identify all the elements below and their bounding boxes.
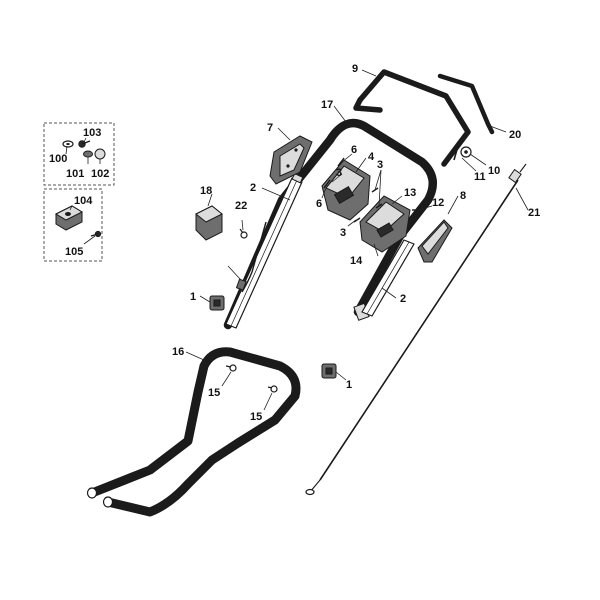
- part-5-cable: [235, 221, 267, 293]
- part-101-washer: [83, 150, 93, 158]
- part-15-screw-b: [267, 385, 278, 393]
- label-100: 100: [49, 153, 67, 165]
- part-6-screw-b: [323, 179, 331, 189]
- label-10: 10: [488, 165, 500, 177]
- label-15a: 15: [208, 387, 220, 399]
- label-1b: 1: [346, 379, 352, 391]
- label-105: 105: [65, 246, 83, 258]
- label-4: 4: [368, 151, 375, 163]
- part-8-grip: [417, 219, 453, 263]
- label-16: 16: [172, 346, 184, 358]
- part-22-screw: [239, 228, 248, 239]
- part-11-clip: [453, 145, 459, 161]
- part-16-lower-handle: [86, 347, 301, 517]
- part-10-washer: [460, 146, 472, 158]
- part-2-cable-guide-right: [361, 239, 415, 317]
- label-7: 7: [267, 122, 273, 134]
- label-18: 18: [200, 185, 212, 197]
- part-3-screw-c: [353, 217, 361, 223]
- label-3a: 3: [336, 167, 342, 179]
- part-14-control-box-rear: [359, 195, 411, 253]
- part-1-clamp-lower: [321, 363, 337, 379]
- part-102-cap: [94, 148, 106, 160]
- part-9-bail-bar: [353, 69, 471, 167]
- label-12: 12: [432, 197, 444, 209]
- part-103-screw: [78, 140, 91, 148]
- tube-end-right: [102, 496, 114, 508]
- label-17: 17: [321, 99, 333, 111]
- tube-end-left: [86, 487, 98, 499]
- part-15-screw-a: [225, 364, 237, 372]
- part-6-screw-a: [337, 157, 345, 167]
- label-15b: 15: [250, 411, 262, 423]
- label-11: 11: [474, 171, 486, 183]
- labels: 100 101 102 103 104 105 9 17 20 11 10 7 …: [49, 63, 540, 423]
- part-2-cable-guide-left: [225, 172, 304, 329]
- part-1-clamp-upper: [209, 295, 225, 311]
- part-4-control-box-front: [321, 159, 371, 221]
- label-6a: 6: [351, 144, 357, 156]
- label-13: 13: [404, 187, 416, 199]
- part-104-clip: [54, 205, 84, 231]
- part-100-washer: [62, 140, 74, 148]
- label-101: 101: [66, 168, 84, 180]
- part-18-clip: [195, 205, 223, 241]
- label-22: 22: [235, 200, 247, 212]
- part-20-lever: [437, 73, 495, 135]
- label-8: 8: [460, 190, 466, 202]
- label-21: 21: [528, 207, 540, 219]
- inset-box-fasteners: [43, 122, 115, 186]
- cable-end-fitting-bottom: [305, 488, 315, 496]
- label-2b: 2: [400, 293, 406, 305]
- label-1a: 1: [190, 291, 196, 303]
- part-21-bowden-cable: [305, 163, 527, 496]
- label-102: 102: [91, 168, 109, 180]
- label-6b: 6: [316, 198, 322, 210]
- cable-end-fitting-top: [508, 168, 522, 184]
- label-20: 20: [509, 129, 521, 141]
- label-2a: 2: [250, 182, 256, 194]
- part-105-screw: [90, 230, 102, 238]
- label-3b: 3: [377, 159, 383, 171]
- label-14: 14: [350, 255, 363, 267]
- label-3c: 3: [340, 227, 346, 239]
- label-104: 104: [74, 195, 93, 207]
- part-7-cover: [269, 135, 313, 185]
- label-9: 9: [352, 63, 358, 75]
- label-103: 103: [83, 127, 101, 139]
